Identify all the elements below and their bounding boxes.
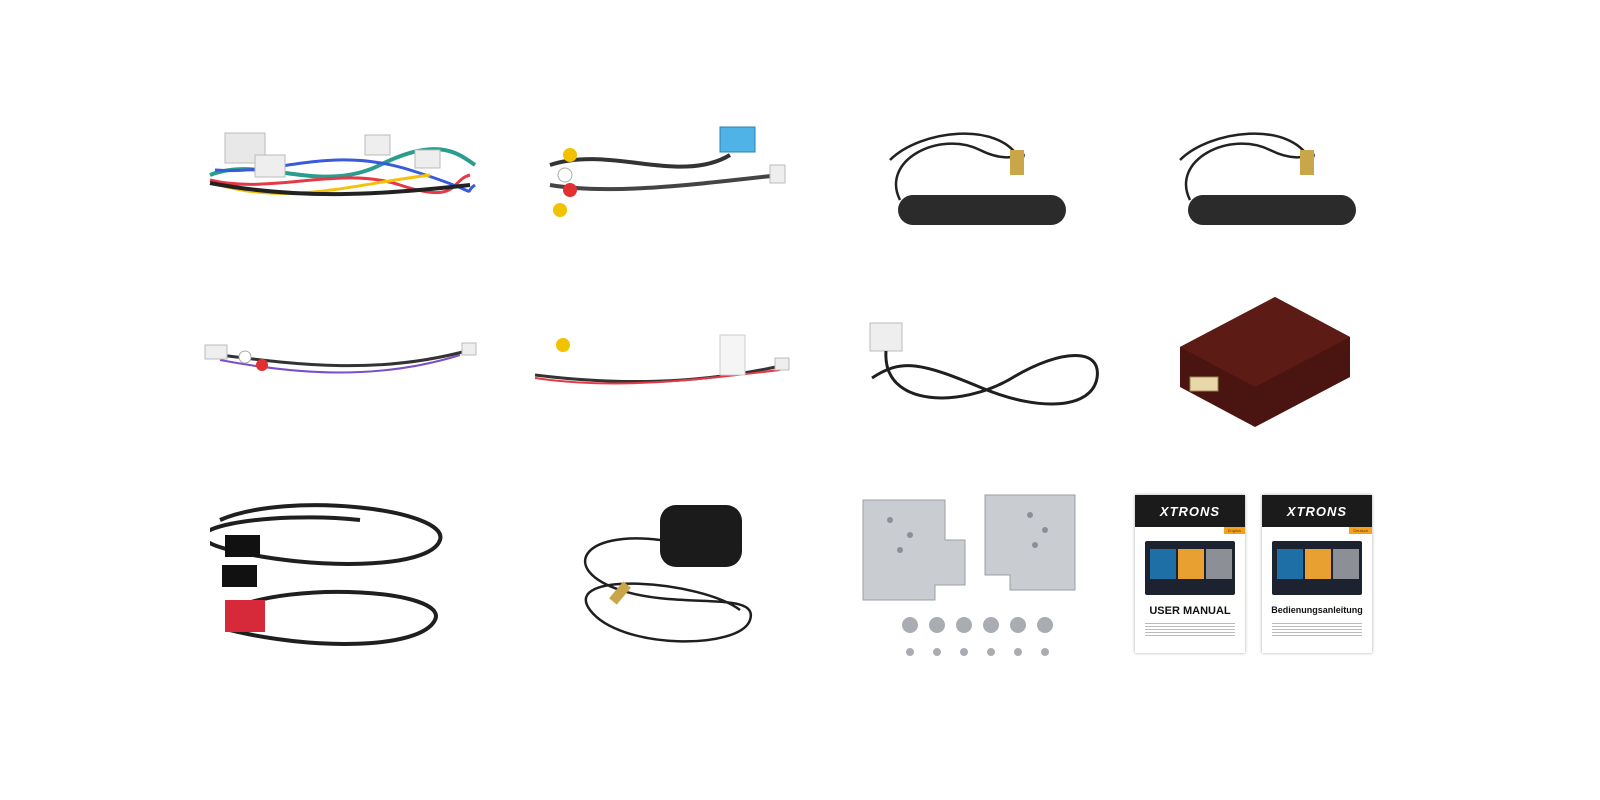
radio-antenna-1 bbox=[880, 120, 1070, 230]
brand-logo: XTRONS bbox=[1135, 495, 1245, 527]
manual-title: USER MANUAL bbox=[1149, 605, 1231, 617]
mounting-brackets-and-screws bbox=[860, 490, 1090, 665]
screen-image bbox=[1145, 541, 1235, 595]
rca-audio-cable bbox=[200, 335, 480, 390]
manual-body-text bbox=[1272, 623, 1362, 637]
language-tag: English bbox=[1223, 527, 1245, 534]
camera-rca-cable bbox=[525, 330, 795, 400]
gps-antenna bbox=[560, 500, 765, 650]
user-manual-english: XTRONS English USER MANUAL bbox=[1135, 495, 1245, 653]
radio-antenna-2 bbox=[1170, 120, 1360, 230]
brand-logo: XTRONS bbox=[1262, 495, 1372, 527]
antenna-adapter-cable bbox=[862, 318, 1107, 413]
user-manual-german: XTRONS Deutsch Bedienungsanleitung bbox=[1262, 495, 1372, 653]
manual-title: Bedienungsanleitung bbox=[1271, 605, 1363, 615]
rca-av-harness bbox=[530, 125, 790, 225]
screen-image bbox=[1272, 541, 1362, 595]
main-wiring-harness bbox=[200, 125, 485, 220]
manual-body-text bbox=[1145, 623, 1235, 637]
language-tag: Deutsch bbox=[1349, 527, 1372, 534]
canbus-decoder-box bbox=[1160, 292, 1355, 432]
usb-extension-cables bbox=[210, 490, 455, 655]
